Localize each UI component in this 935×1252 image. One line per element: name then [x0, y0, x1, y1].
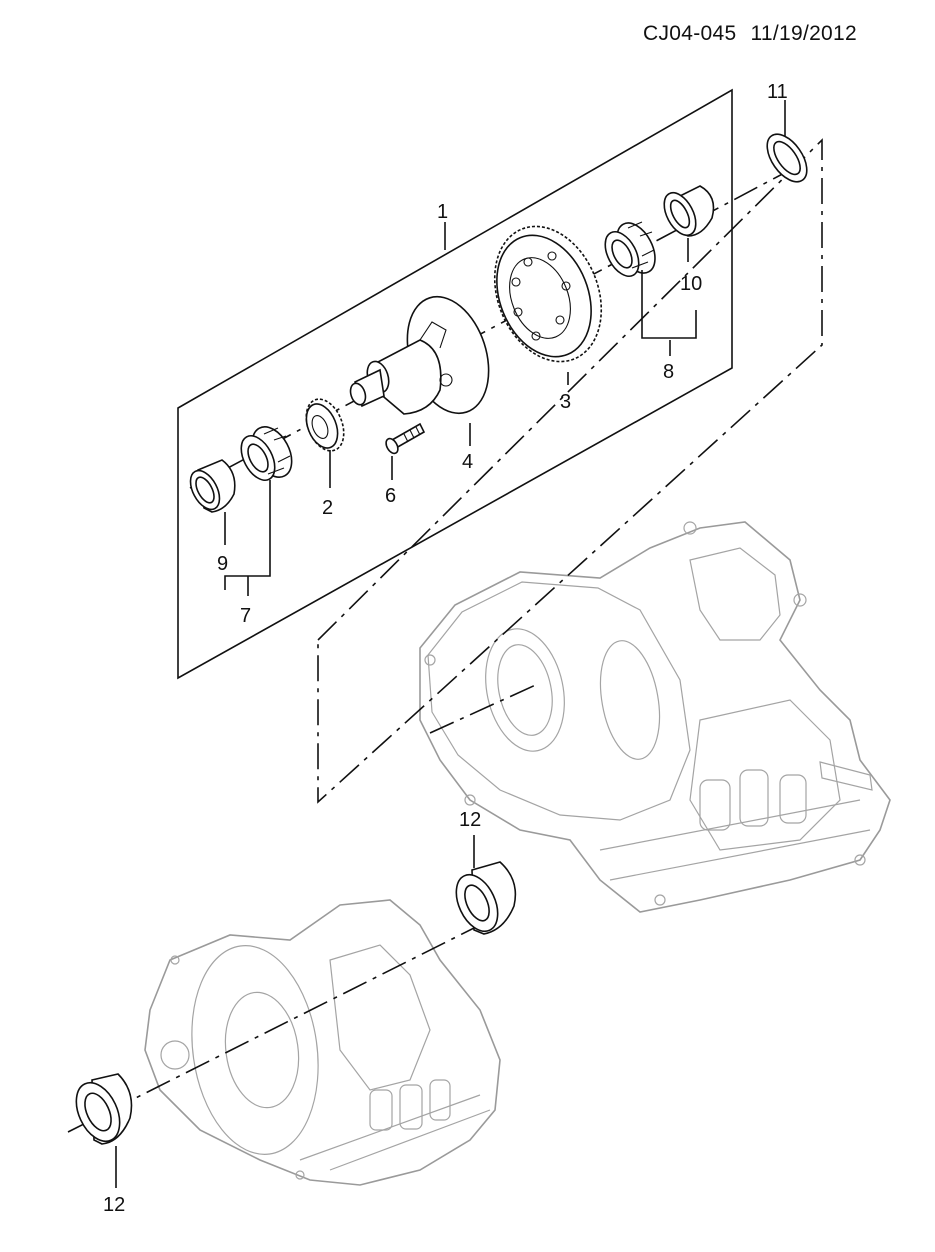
axis-centerline-lower [67, 924, 481, 1133]
oil-seal-icon [75, 1073, 133, 1145]
leader-lines [115, 100, 786, 1188]
pinion-gear-icon [305, 398, 345, 452]
group-bracket [177, 88, 733, 680]
callout-8: 8 [663, 361, 674, 383]
bearing-race-icon [663, 185, 715, 237]
diagram-code: CJ04-045 [642, 22, 737, 45]
bolt-icon [385, 422, 426, 455]
callout-6: 6 [385, 485, 396, 507]
transaxle-case-icon [144, 899, 501, 1186]
assembly-outline [317, 138, 823, 804]
callout-7: 7 [240, 605, 251, 627]
callout-12-lower: 12 [103, 1194, 125, 1216]
tapered-bearing-icon [604, 221, 656, 277]
diagram-header: CJ04-045 11/19/2012 [643, 22, 857, 46]
transaxle-case-icon [419, 521, 891, 913]
axis-centerline [189, 169, 791, 489]
axis-centerline-case [429, 682, 541, 734]
oil-seal-icon [766, 133, 808, 183]
differential-case-icon [349, 295, 490, 415]
callout-2: 2 [322, 497, 333, 519]
callout-labels: 1 2 3 4 6 7 8 9 10 11 12 12 [103, 81, 788, 1216]
bearing-race-icon [189, 459, 236, 513]
oil-seal-icon [455, 861, 517, 935]
callout-3: 3 [560, 391, 571, 413]
ring-gear-icon [493, 225, 603, 363]
callout-10: 10 [680, 273, 702, 295]
callout-12-upper: 12 [459, 809, 481, 831]
callout-4: 4 [462, 451, 473, 473]
diagram-date: 11/19/2012 [750, 22, 857, 45]
callout-11: 11 [767, 81, 788, 103]
callout-1: 1 [437, 201, 448, 223]
callout-9: 9 [217, 553, 228, 575]
tapered-bearing-icon [240, 426, 293, 481]
